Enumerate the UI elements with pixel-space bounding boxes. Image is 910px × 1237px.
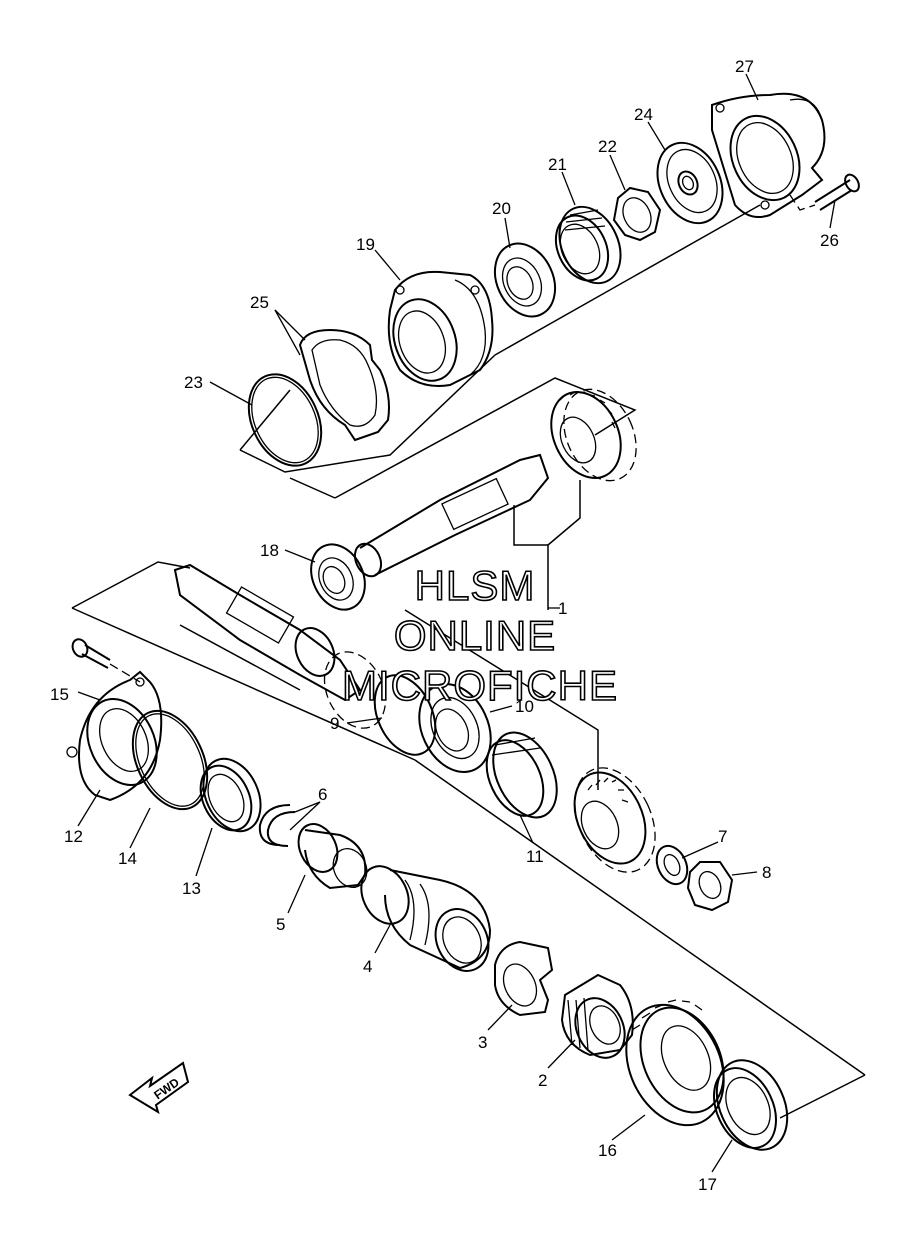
callout-14: 14 [118, 849, 137, 868]
part-18-bearing [310, 543, 366, 611]
callout-17: 17 [698, 1175, 717, 1194]
callout-19: 19 [356, 235, 375, 254]
callout-13: 13 [182, 879, 201, 898]
part-14-o-ring [131, 709, 209, 811]
callout-23: 23 [184, 373, 203, 392]
watermark-line-1: HLSM [415, 562, 536, 609]
callout-26: 26 [820, 231, 839, 250]
callout-11: 11 [526, 847, 544, 866]
part-6-circlips [258, 804, 296, 847]
callout-25: 25 [250, 293, 269, 312]
callout-1: 1 [558, 599, 567, 618]
callout-9: 9 [330, 714, 339, 733]
lower-assembly-outline [71, 561, 866, 1119]
callout-10: 10 [515, 697, 534, 716]
part-9-o-ring [373, 674, 437, 756]
watermark: HLSM ONLINE MICROFICHE [341, 561, 618, 710]
part-4-spring [360, 865, 492, 972]
callout-22: 22 [598, 137, 617, 156]
part-13-oil-seal [199, 757, 262, 833]
part-1-drive-shaft [173, 563, 656, 873]
part-1-output-shaft [353, 388, 637, 578]
watermark-line-3: MICROFICHE [342, 662, 618, 709]
watermark-line-2: ONLINE [394, 612, 556, 659]
callout-4: 4 [363, 957, 372, 976]
callout-6: 6 [318, 785, 327, 804]
callout-21: 21 [548, 155, 567, 174]
part-19-housing [387, 270, 494, 387]
callout-16: 16 [598, 1141, 617, 1160]
callout-15: 15 [50, 685, 69, 704]
part-22-nut [612, 186, 662, 242]
part-5-collar [297, 823, 368, 890]
part-11-bearing-race [485, 731, 558, 819]
leader-lines [77, 73, 836, 1173]
callout-24: 24 [634, 105, 653, 124]
callout-2: 2 [538, 1071, 547, 1090]
upper-assembly-outline [239, 204, 761, 473]
part-3-clutch-dog [494, 940, 554, 1017]
part-16-ring-gear [625, 999, 725, 1127]
part-24-seal [656, 141, 724, 225]
callout-12: 12 [64, 827, 83, 846]
part-8-nut [686, 861, 734, 912]
part-12-housing [66, 670, 163, 802]
part-26-bolt [789, 173, 860, 211]
part-7-lock-washer [655, 844, 689, 886]
part-27-housing [711, 92, 826, 218]
part-21-bearing-race [554, 205, 622, 285]
part-10-bearing [418, 683, 492, 773]
part-25-gasket [298, 328, 390, 442]
callout-3: 3 [478, 1033, 487, 1052]
callout-labels: 27 26 24 22 21 20 19 25 23 18 1 9 10 11 … [50, 57, 839, 1194]
callout-7: 7 [718, 827, 727, 846]
part-17-bearing-race [713, 1059, 789, 1151]
part-2-gear [560, 973, 634, 1059]
callout-20: 20 [492, 199, 511, 218]
forward-arrow-icon: FWD [128, 1061, 190, 1115]
callout-27: 27 [735, 57, 754, 76]
part-23-o-ring [247, 373, 323, 467]
callout-18: 18 [260, 541, 279, 560]
part-15-bolt [71, 638, 141, 683]
part-20-bearing [493, 242, 557, 318]
callout-5: 5 [276, 915, 285, 934]
callout-8: 8 [762, 863, 771, 882]
